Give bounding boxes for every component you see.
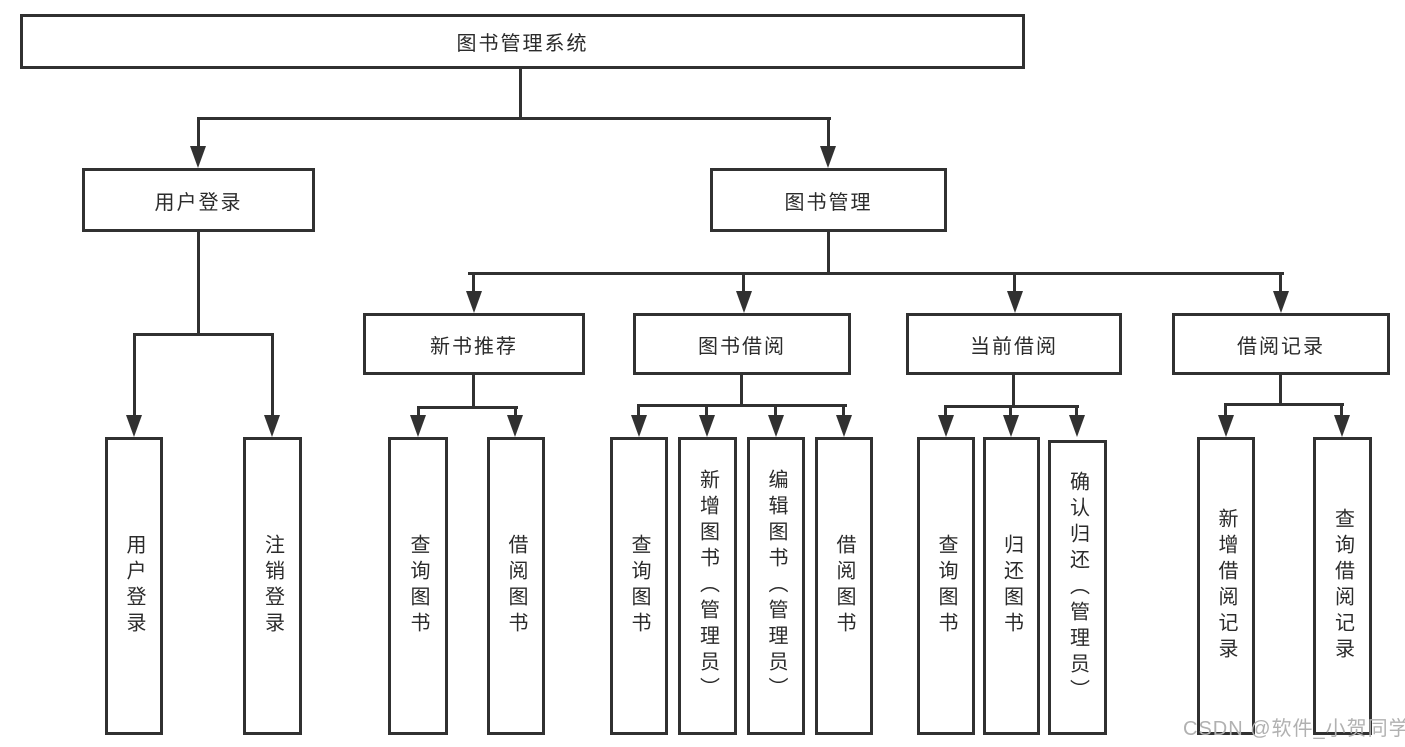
node-bb-query-books: 查询图书 [610, 437, 668, 735]
node-cb-return-books: 归还图书 [983, 437, 1040, 735]
connector-line [514, 406, 517, 417]
connector-line [842, 404, 845, 417]
connector-line [774, 404, 777, 417]
arrowhead-down-icon [736, 291, 752, 313]
connector-line [740, 375, 743, 406]
arrowhead-down-icon [1218, 415, 1234, 437]
node-current-borrowing: 当前借阅 [906, 313, 1122, 375]
connector-line [1009, 405, 1012, 417]
connector-line [133, 333, 136, 417]
connector-line [472, 375, 475, 408]
arrowhead-down-icon [1007, 291, 1023, 313]
connector-line [1340, 403, 1343, 417]
arrowhead-down-icon [466, 291, 482, 313]
arrowhead-down-icon [1273, 291, 1289, 313]
connector-line [519, 69, 522, 120]
connector-line [1075, 405, 1078, 417]
arrowhead-down-icon [836, 415, 852, 437]
node-nb-query-books: 查询图书 [388, 437, 448, 735]
node-cb-query-books: 查询图书 [917, 437, 975, 735]
arrowhead-down-icon [820, 146, 836, 168]
connector-line [1279, 375, 1282, 405]
node-user-login-action: 用户登录 [105, 437, 163, 735]
connector-line [197, 232, 200, 336]
node-library-system: 图书管理系统 [20, 14, 1025, 69]
connector-line [417, 406, 518, 409]
node-user-login: 用户登录 [82, 168, 315, 232]
arrowhead-down-icon [410, 415, 426, 437]
connector-line [827, 232, 830, 275]
arrowhead-down-icon [507, 415, 523, 437]
arrowhead-down-icon [1069, 415, 1085, 437]
node-book-management: 图书管理 [710, 168, 947, 232]
node-bb-borrow-books: 借阅图书 [815, 437, 873, 735]
connector-line [472, 272, 475, 294]
node-cb-confirm-return-admin: 确认归还（管理员） [1048, 440, 1107, 735]
arrowhead-down-icon [768, 415, 784, 437]
connector-line [705, 404, 708, 417]
node-br-add-record: 新增借阅记录 [1197, 437, 1255, 735]
node-br-query-record: 查询借阅记录 [1313, 437, 1372, 735]
node-logout: 注销登录 [243, 437, 302, 735]
node-borrowing-records: 借阅记录 [1172, 313, 1390, 375]
node-bb-add-books-admin: 新增图书（管理员） [678, 437, 737, 735]
arrowhead-down-icon [699, 415, 715, 437]
arrowhead-down-icon [126, 415, 142, 437]
connector-line [468, 272, 1284, 275]
connector-line [197, 117, 831, 120]
arrowhead-down-icon [938, 415, 954, 437]
arrowhead-down-icon [190, 146, 206, 168]
arrowhead-down-icon [264, 415, 280, 437]
connector-line [637, 404, 847, 407]
node-bb-edit-books-admin: 编辑图书（管理员） [747, 437, 805, 735]
connector-line [1013, 272, 1016, 294]
arrowhead-down-icon [1334, 415, 1350, 437]
arrowhead-down-icon [1003, 415, 1019, 437]
connector-line [742, 272, 745, 294]
node-nb-borrow-books: 借阅图书 [487, 437, 545, 735]
connector-line [1224, 403, 1344, 406]
connector-line [944, 405, 947, 417]
node-book-borrowing: 图书借阅 [633, 313, 851, 375]
connector-line [827, 117, 830, 149]
connector-line [197, 117, 200, 149]
connector-line [1224, 403, 1227, 417]
connector-line [1279, 272, 1282, 294]
connector-line [133, 333, 274, 336]
connector-line [1012, 375, 1015, 407]
node-new-book-recommend: 新书推荐 [363, 313, 585, 375]
connector-line [271, 333, 274, 417]
connector-line [637, 404, 640, 417]
arrowhead-down-icon [631, 415, 647, 437]
connector-line [417, 406, 420, 417]
csdn-watermark: CSDN @软件_小贺同学 [1183, 718, 1405, 740]
